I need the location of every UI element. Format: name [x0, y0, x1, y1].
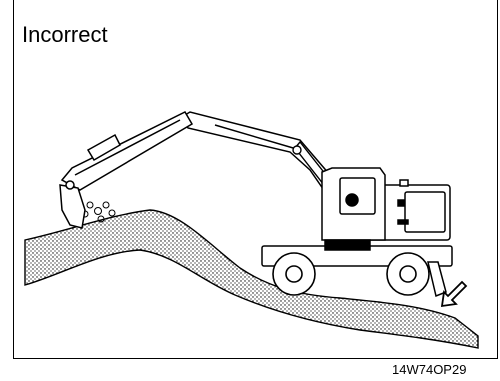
boom: [180, 112, 340, 196]
rear-wheel: [387, 253, 429, 295]
cab: [322, 168, 385, 240]
figure-code: 14W74OP29: [392, 362, 466, 377]
warning-arrow-icon: [442, 282, 466, 306]
front-wheel: [273, 253, 315, 295]
arm: [62, 112, 192, 190]
